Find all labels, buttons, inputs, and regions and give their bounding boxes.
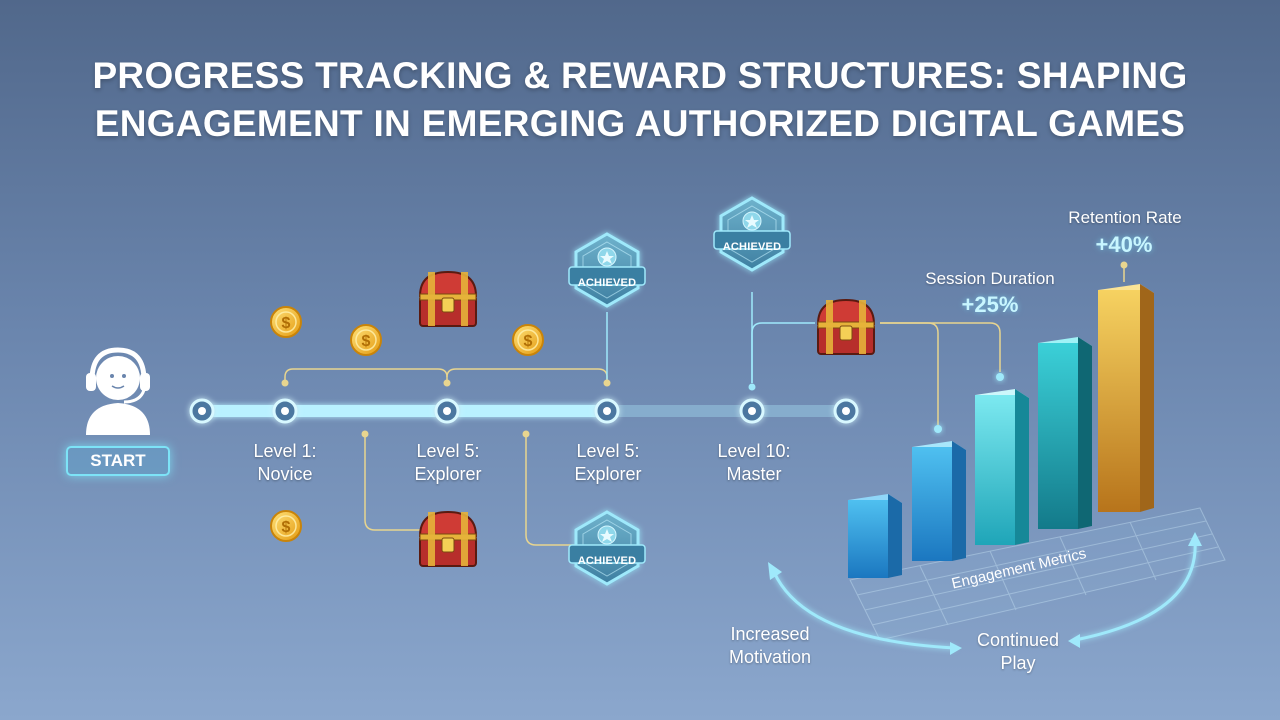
level-label-1: Level 1: Novice [225, 440, 345, 486]
metric-dots [748, 373, 1004, 433]
level-label-3: Level 5: Explorer [548, 440, 668, 486]
retention-rate-label: Retention Rate [1068, 208, 1182, 227]
treasure-chest-icon [419, 271, 477, 327]
badge-label: ACHIEVED [577, 277, 637, 289]
badge-connectors [606, 292, 815, 383]
cycle-label-line: Increased [730, 624, 810, 644]
cycle-arrows [772, 539, 1197, 650]
cycle-label-line: Continued [976, 630, 1060, 650]
level-label-line: Novice [257, 464, 313, 484]
progress-track [202, 405, 848, 417]
arrow-heads [768, 532, 1202, 655]
level-label-2: Level 5: Explorer [388, 440, 508, 486]
coin-icon [350, 324, 382, 356]
page-title-line-1: PROGRESS TRACKING & REWARD STRUCTURES: S… [92, 55, 1188, 96]
achievement-badge-icon [569, 512, 645, 584]
treasure-chest-icon [817, 299, 875, 355]
grid-floor [849, 507, 1226, 641]
track-node [272, 398, 298, 424]
session-duration-label: Session Duration [925, 269, 1055, 288]
coin-icon [270, 306, 302, 338]
cycle-label-line: Motivation [728, 647, 812, 667]
session-duration-value: +25% [961, 292, 1019, 317]
increased-motivation-label: Increased Motivation [710, 623, 830, 669]
track-node [739, 398, 765, 424]
level-label-line: Level 5: [576, 441, 640, 461]
track-node [833, 398, 859, 424]
level-label-line: Level 10: [717, 441, 791, 461]
treasure-chest-icon [419, 511, 477, 567]
level-label-line: Master [726, 464, 782, 484]
coin-icon [512, 324, 544, 356]
level-label-line: Explorer [414, 464, 482, 484]
bar-5 [1098, 284, 1154, 512]
level-label-4: Level 10: Master [694, 440, 814, 486]
coin-icon [270, 510, 302, 542]
level-label-line: Explorer [574, 464, 642, 484]
page-title-line-2: ENGAGEMENT IN EMERGING AUTHORIZED DIGITA… [94, 103, 1186, 144]
level-label-line: Level 5: [416, 441, 480, 461]
track-node [594, 398, 620, 424]
badge-label: ACHIEVED [577, 555, 637, 567]
bar-3 [975, 389, 1029, 545]
bar-4 [1038, 337, 1092, 529]
retention-rate-value: +40% [1095, 232, 1153, 257]
cycle-label-line: Play [1000, 653, 1036, 673]
start-button[interactable]: START [66, 446, 170, 476]
level-label-line: Level 1: [253, 441, 317, 461]
bar-1 [848, 494, 902, 578]
track-node [434, 398, 460, 424]
achievement-badge-icon [714, 198, 790, 270]
continued-play-label: Continued Play [958, 629, 1078, 675]
track-nodes [189, 398, 859, 424]
achievement-badge-icon [569, 234, 645, 306]
track-node [189, 398, 215, 424]
bar-2 [912, 441, 966, 561]
badge-label: ACHIEVED [722, 241, 782, 253]
connector-dots [281, 261, 1128, 438]
user-headset-icon [86, 347, 150, 435]
